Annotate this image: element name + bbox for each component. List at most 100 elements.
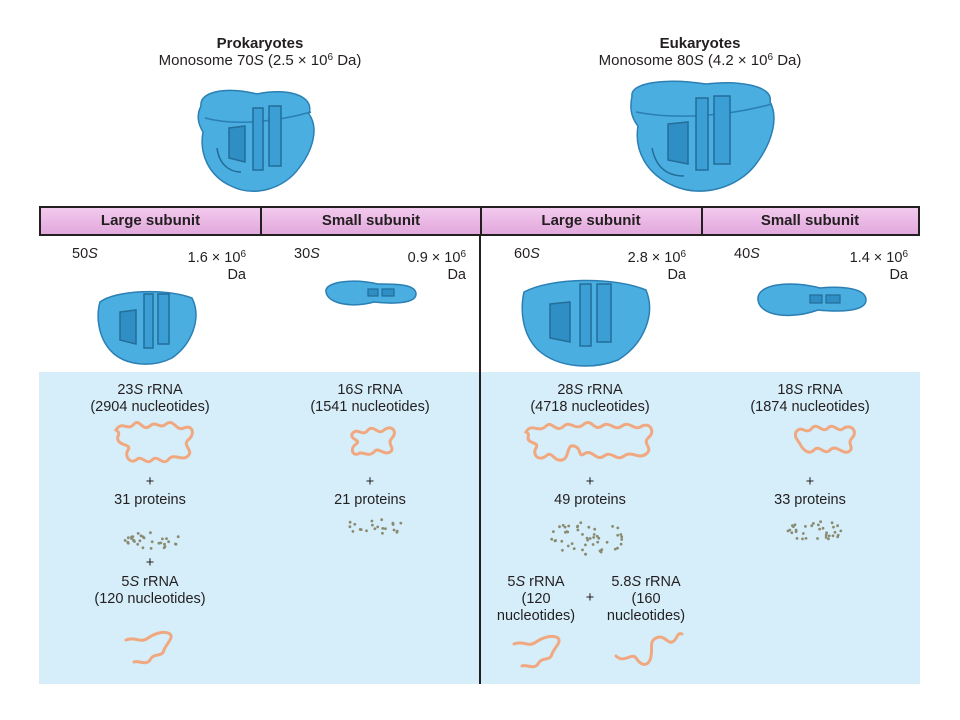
prokaryote-large-subunit-ribosome-icon: [97, 290, 197, 365]
protein-dot: [585, 536, 589, 540]
protein-dot: [138, 539, 142, 543]
protein-dot: [136, 542, 140, 546]
eukaryote-monosome-ribosome-icon: [630, 80, 775, 192]
protein-dot: [816, 537, 819, 540]
protein-dot: [131, 535, 135, 538]
prokaryote-small-subunit-header: Small subunit: [321, 212, 421, 229]
prokaryote-small-s-value: 30S: [294, 246, 320, 262]
protein-dot: [167, 540, 170, 544]
prokaryote-large-s-value: 50S: [72, 246, 98, 262]
protein-dot: [561, 523, 565, 527]
prokaryotes-title: Prokaryotes: [216, 35, 304, 52]
protein-dot: [596, 540, 600, 544]
eukaryote-28s-rrna-strand-icon: [523, 421, 654, 462]
protein-dot: [801, 537, 804, 541]
protein-dot: [141, 546, 145, 550]
protein-dot: [391, 523, 395, 526]
prokaryote-monosome-ribosome-icon: [197, 89, 315, 192]
protein-dot: [371, 523, 374, 527]
prokaryote-large-subunit-header: Large subunit: [100, 212, 201, 229]
protein-dot: [359, 528, 363, 531]
prokaryote-large-protein-dots-icon: [123, 531, 180, 550]
protein-dot: [149, 547, 153, 550]
protein-dot: [136, 532, 140, 535]
protein-dot: [348, 520, 352, 524]
protein-dot: [399, 521, 403, 525]
protein-dot: [810, 524, 814, 528]
protein-dot: [176, 535, 180, 539]
eukaryote-33-proteins-label: 33 proteins: [774, 492, 846, 508]
protein-dot: [380, 518, 384, 522]
protein-dot: [804, 525, 807, 528]
protein-dot: [584, 552, 587, 556]
eukaryote-18s-rrna-strand-icon: [794, 424, 856, 454]
protein-dot: [812, 522, 815, 525]
protein-dot: [804, 537, 808, 540]
protein-dot: [370, 519, 374, 523]
protein-dot: [139, 534, 143, 538]
eukaryote-small-protein-dots-icon: [786, 520, 843, 541]
protein-dot: [132, 539, 136, 543]
protein-dot: [552, 530, 555, 533]
protein-dot: [373, 527, 377, 531]
protein-dot: [149, 531, 152, 535]
protein-dot: [384, 527, 387, 530]
protein-dot: [163, 542, 166, 546]
prokaryote-16s-rrna-strand-icon: [350, 426, 396, 456]
protein-dot: [793, 523, 797, 527]
protein-dot: [836, 524, 839, 528]
protein-dot: [165, 537, 168, 540]
protein-dot: [174, 542, 178, 546]
protein-dot: [561, 548, 564, 552]
prokaryote-21-proteins-label: 21 proteins: [334, 492, 406, 508]
prokaryote-16s-rrna-label: 16S rRNA (1541 nucleotides): [310, 382, 430, 415]
eukaryote-5s-rrna-strand-icon: [512, 634, 561, 669]
protein-dot: [392, 528, 396, 532]
protein-dot: [579, 521, 583, 525]
eukaryote-5s-rrna-label: 5S rRNA (120 nucleotides): [496, 574, 576, 624]
protein-dot: [833, 530, 837, 534]
protein-dot: [161, 537, 164, 541]
protein-dot: [613, 547, 617, 551]
eukaryote-49-proteins-label: 49 proteins: [554, 492, 626, 508]
eukaryote-large-protein-dots-icon: [550, 521, 624, 556]
protein-dot: [801, 532, 805, 535]
protein-dot: [351, 530, 355, 533]
protein-dot: [792, 525, 795, 528]
protein-dot: [620, 538, 624, 541]
protein-dot: [830, 521, 834, 525]
protein-dot: [832, 525, 835, 529]
eukaryote-5-8s-rrna-label: 5.8S rRNA (160 nucleotides): [606, 574, 686, 624]
prokaryotes-monosome: Monosome 70S (2.5 × 106 Da): [158, 52, 362, 69]
prokaryote-23s-rrna-label: 23S rRNA (2904 nucleotides): [90, 382, 210, 415]
protein-dot: [581, 548, 584, 552]
prokaryote-eukaryote-divider: [479, 236, 481, 684]
protein-dot: [795, 537, 799, 540]
protein-dot: [554, 539, 558, 542]
protein-dot: [365, 529, 368, 533]
prokaryote-5s-rrna-label: 5S rRNA (120 nucleotides): [94, 574, 206, 607]
subunit-header-band: Large subunit Small subunit Large subuni…: [39, 206, 920, 236]
protein-dot: [558, 525, 561, 529]
protein-dot: [348, 525, 352, 529]
eukaryote-small-s-value: 40S: [734, 246, 760, 262]
eukaryote-28s-rrna-label: 28S rRNA (4718 nucleotides): [530, 382, 650, 415]
prokaryote-23s-rrna-strand-icon: [113, 421, 194, 464]
eukaryote-18s-rrna-label: 18S rRNA (1874 nucleotides): [750, 382, 870, 415]
eukaryote-small-subunit-header: Small subunit: [760, 212, 860, 229]
protein-dot: [619, 542, 623, 546]
protein-dot: [592, 533, 596, 536]
eukaryote-large-plus-1: +: [585, 474, 595, 490]
protein-dot: [588, 537, 592, 540]
eukaryotes-monosome: Monosome 80S (4.2 × 106 Da): [598, 52, 802, 69]
protein-dot: [576, 525, 579, 529]
protein-dot: [620, 535, 624, 539]
band-divider: [701, 208, 703, 234]
prokaryote-31-proteins-label: 31 proteins: [114, 492, 186, 508]
protein-dot: [381, 531, 384, 535]
protein-dot: [576, 528, 580, 532]
